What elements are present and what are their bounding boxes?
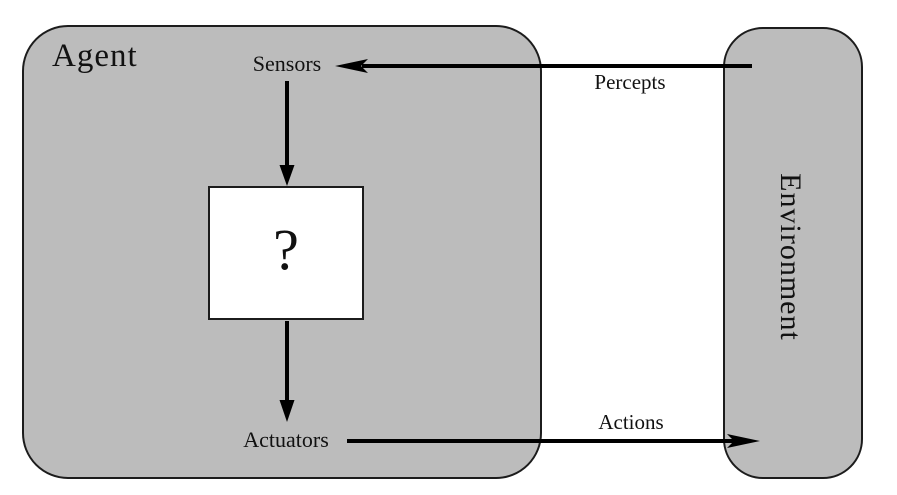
actions-label: Actions [598,410,664,434]
percepts-label: Percepts [594,70,666,94]
agent-program-box: ? [208,186,364,320]
environment-label: Environment [774,173,807,341]
environment-box [723,27,863,479]
actuators-label: Actuators [243,427,329,452]
agent-label: Agent [52,38,138,74]
question-mark-label: ? [273,217,299,282]
sensors-label: Sensors [252,51,322,76]
